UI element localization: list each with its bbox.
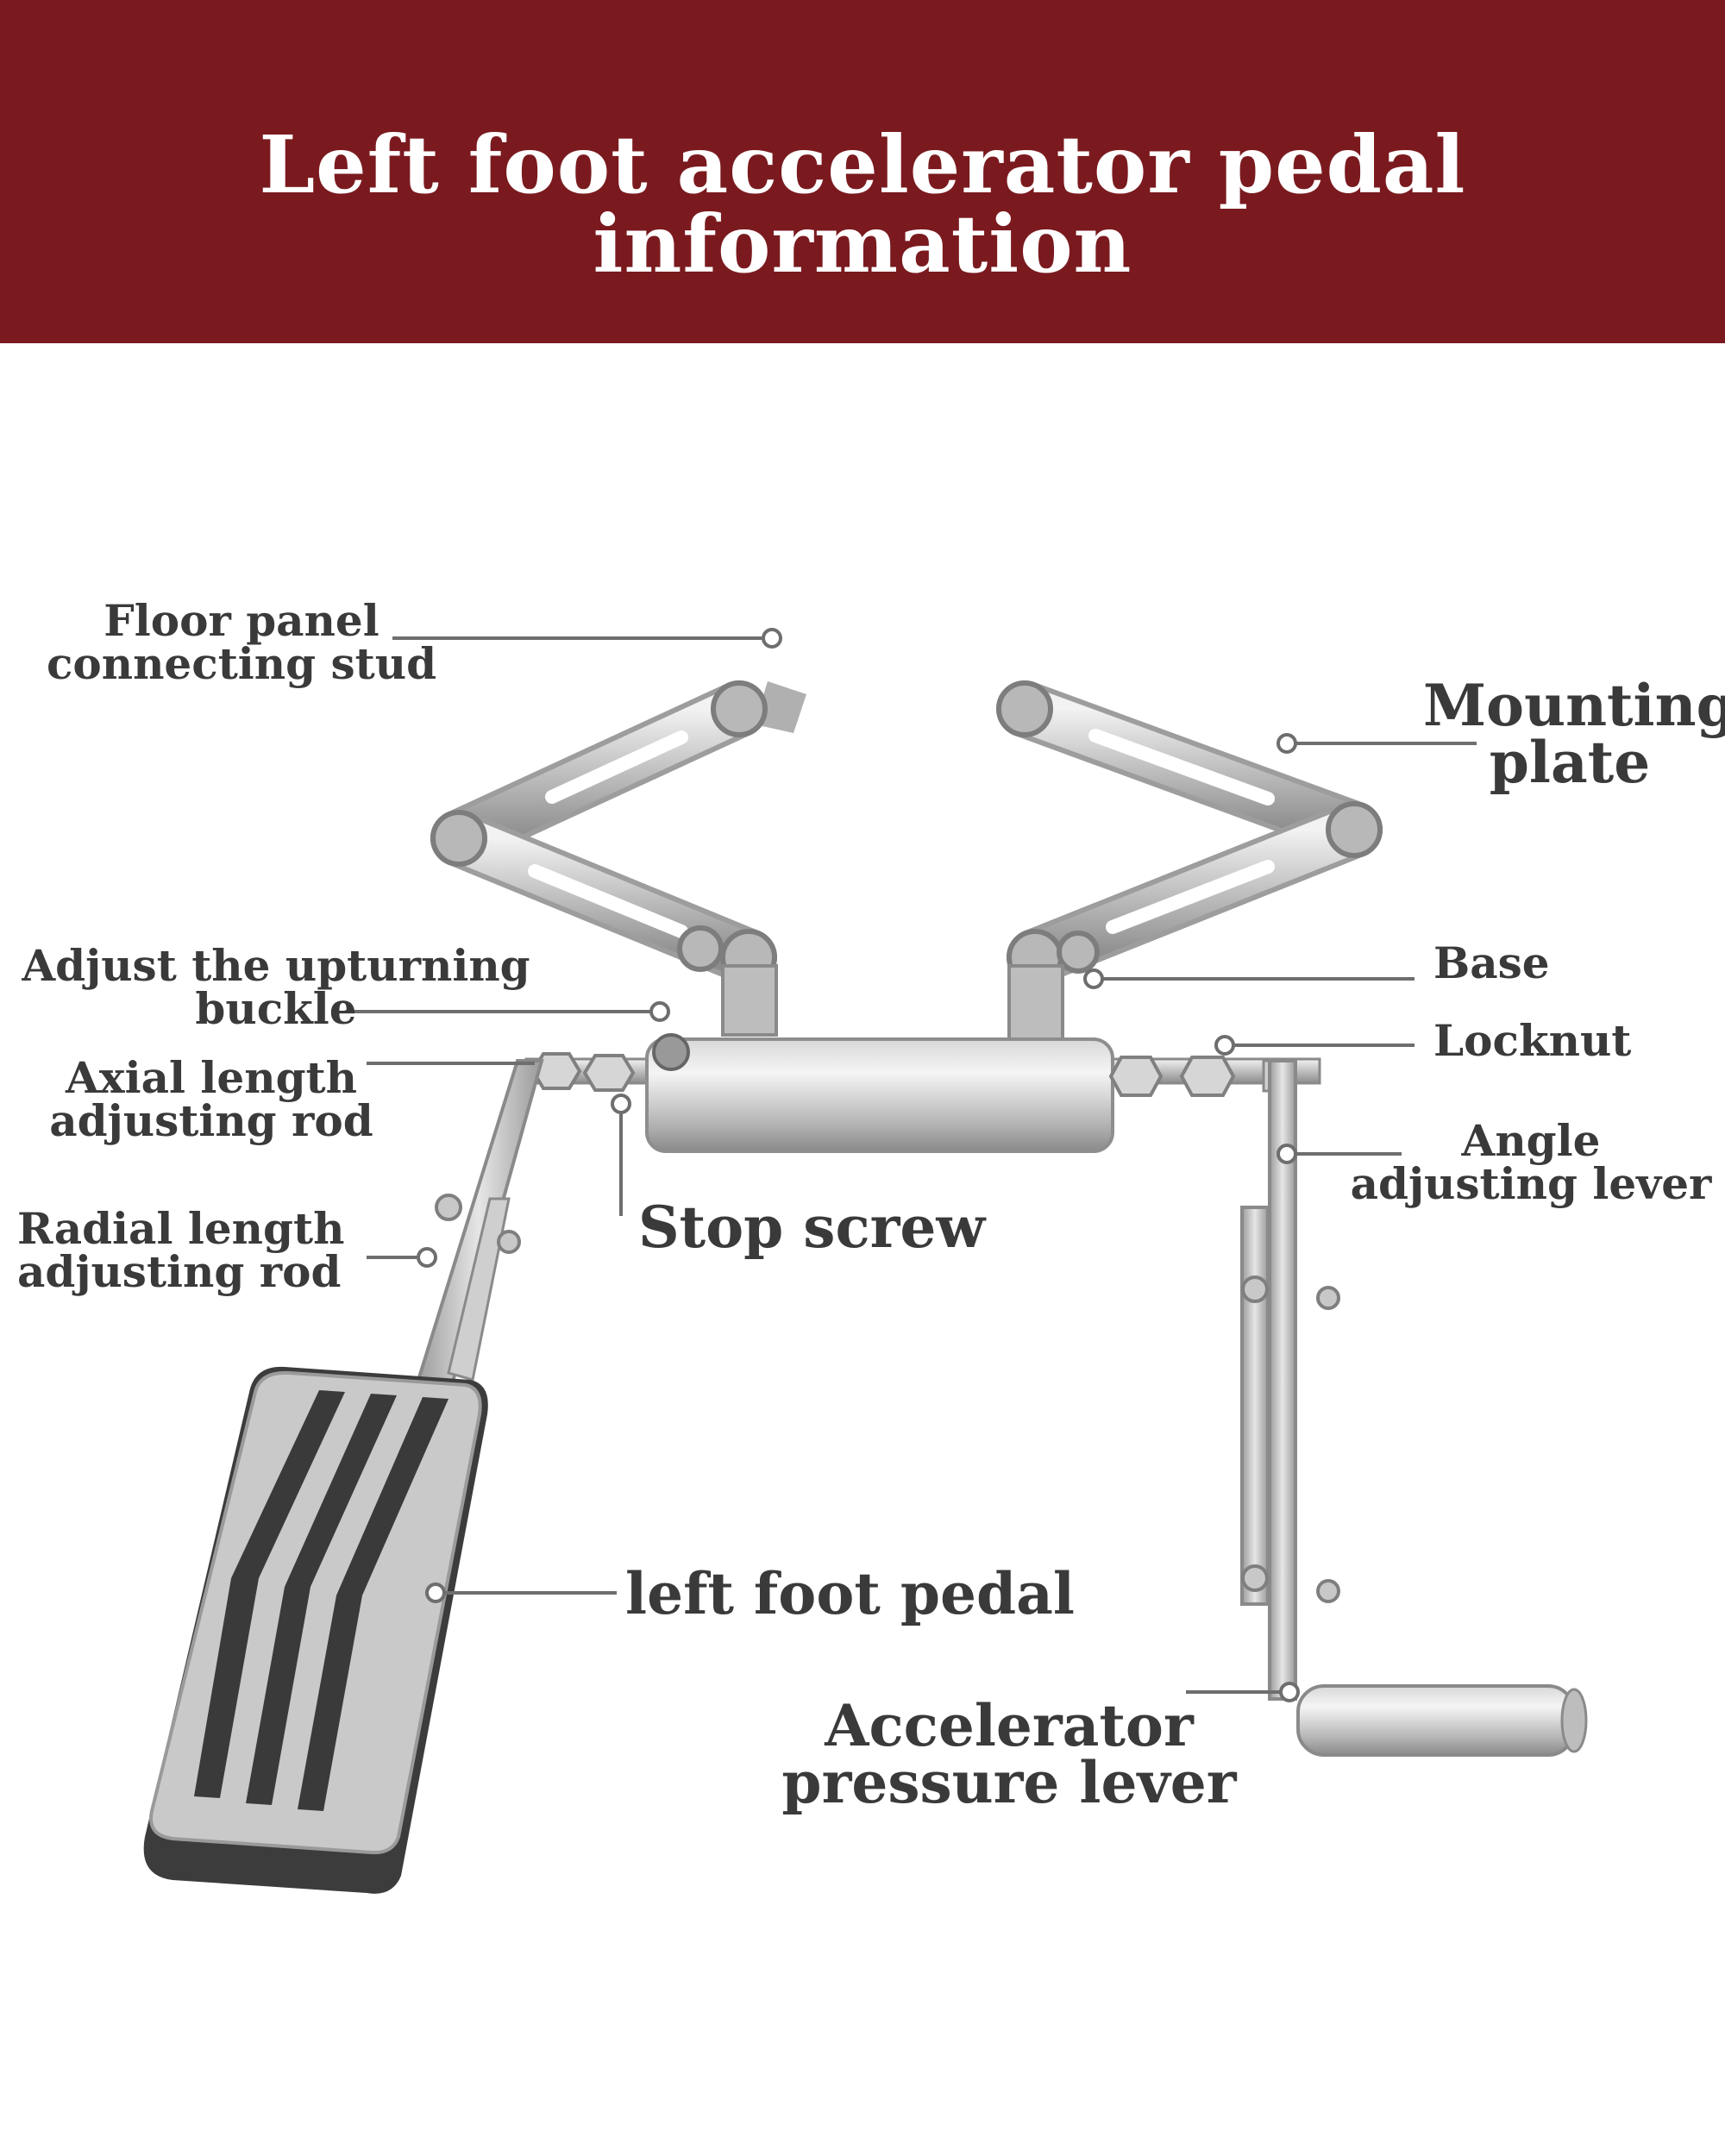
- label-upturning-buckle: Adjust the upturning buckle: [4, 944, 548, 1031]
- right-lever-assembly: [1240, 1059, 1588, 1757]
- left-foot-pedal-plate: [143, 1366, 488, 1894]
- label-line: adjusting rod: [49, 1095, 373, 1146]
- label-axial-rod: Axial length adjusting rod: [34, 1056, 388, 1143]
- label-line: plate: [1489, 729, 1651, 796]
- label-locknut: Locknut: [1433, 1015, 1632, 1066]
- base-bracket-right: [1007, 964, 1064, 1041]
- label-line: adjusting rod: [17, 1246, 342, 1297]
- right-scissor-arm: [996, 680, 1383, 986]
- label-left-foot-pedal: left foot pedal: [625, 1560, 1075, 1627]
- label-pressure-lever: Accelerator pressure lever: [759, 1697, 1259, 1811]
- hex-nuts: [530, 1052, 1236, 1097]
- pivot-bolts: [430, 680, 1383, 986]
- leader-lines: [345, 636, 1477, 1694]
- left-pedal-arm: [413, 1059, 544, 1400]
- label-base: Base: [1433, 937, 1550, 988]
- page-title: Left foot accelerator pedal information: [259, 118, 1466, 291]
- leader-dots: [417, 628, 1300, 1702]
- label-line: Adjust the upturning: [22, 940, 530, 991]
- label-line: Radial length: [17, 1203, 345, 1254]
- label-line: connecting stud: [46, 638, 437, 689]
- label-radial-rod: Radial length adjusting rod: [17, 1207, 344, 1294]
- title-banner: Left foot accelerator pedal information: [0, 0, 1725, 343]
- label-line: Mounting: [1423, 672, 1725, 739]
- label-line: adjusting lever: [1350, 1158, 1712, 1209]
- base-bracket-left: [721, 964, 778, 1037]
- label-line: Floor panel: [104, 595, 380, 646]
- label-line: pressure lever: [781, 1749, 1237, 1816]
- upturning-buckle-nut: [652, 1033, 690, 1071]
- label-stop-screw: Stop screw: [638, 1194, 986, 1261]
- label-line: Accelerator: [825, 1692, 1194, 1759]
- main-cylinder: [645, 1037, 1114, 1153]
- label-line: buckle: [195, 983, 357, 1034]
- label-mounting-plate: Mounting plate: [1423, 672, 1725, 796]
- label-angle-lever: Angle adjusting lever: [1341, 1119, 1721, 1206]
- label-line: Angle: [1461, 1115, 1601, 1166]
- label-line: Axial length: [66, 1052, 357, 1103]
- label-floor-panel-stud: Floor panel connecting stud: [26, 599, 457, 686]
